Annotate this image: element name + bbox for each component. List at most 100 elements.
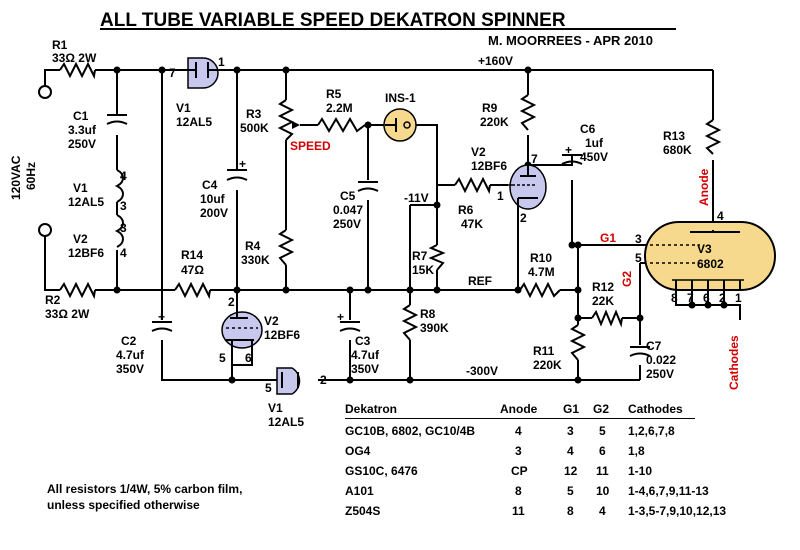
ac-terminal-bottom (38, 223, 52, 237)
v3-cathodes-label: Cathodes (727, 335, 741, 390)
v1a-name: V1 (176, 101, 191, 115)
svg-text:+: + (337, 310, 344, 324)
svg-text:3: 3 (120, 199, 127, 213)
v2b-type: 12BF6 (264, 328, 300, 342)
r1-name: R1 (52, 38, 68, 52)
footnote-line-2: unless specified otherwise (47, 498, 200, 512)
v1a-type: 12AL5 (176, 115, 212, 129)
footnote-line-1: All resistors 1/4W, 5% carbon film, (47, 482, 243, 496)
heater-coils (114, 169, 124, 248)
svg-text:+: + (158, 310, 165, 324)
heater-v1-type: 12AL5 (68, 195, 104, 209)
c5-v2: 250V (333, 217, 361, 231)
table-header-dekatron: Dekatron (345, 402, 398, 416)
svg-text:2: 2 (228, 295, 235, 309)
svg-text:8: 8 (671, 291, 678, 305)
r10-value: 4.7M (528, 265, 555, 279)
v3-g2-label: G2 (620, 271, 634, 287)
svg-text:3: 3 (120, 221, 127, 235)
v1b-tube-symbol (276, 367, 301, 395)
r1-value: 33Ω 2W (52, 51, 97, 65)
c7-v1: 0.022 (646, 353, 676, 367)
input-frequency-label: 60Hz (24, 162, 38, 190)
input-voltage-label: 120VAC (9, 155, 23, 200)
r3-name: R3 (246, 107, 262, 121)
svg-text:3: 3 (635, 232, 642, 246)
c1-v2: 250V (68, 137, 96, 151)
rail-ref: REF (468, 274, 492, 288)
svg-text:4: 4 (717, 209, 724, 223)
heater-v2-type: 12BF6 (68, 246, 104, 260)
v2a-tube-symbol (508, 164, 547, 210)
c4-v2: 200V (200, 206, 228, 220)
heater-v2-name: V2 (73, 232, 88, 246)
v2a-name: V2 (471, 145, 486, 159)
rail-minus300: -300V (466, 364, 498, 378)
v3-g1-label: G1 (600, 231, 616, 245)
v3-dekatron-symbol (644, 221, 776, 291)
r14-value: 47Ω (181, 263, 204, 277)
author-line: M. MOORREES - APR 2010 (488, 33, 653, 48)
c1-v1: 3.3uf (68, 123, 97, 137)
v3-anode-label: Anode (697, 168, 711, 206)
v2b-name: V2 (264, 314, 279, 328)
svg-text:2: 2 (320, 373, 327, 387)
c4-name: C4 (202, 178, 218, 192)
r14-name: R14 (181, 248, 203, 262)
r13-value: 680K (663, 143, 692, 157)
speed-label: SPEED (290, 139, 331, 153)
rail-plus160: +160V (478, 54, 513, 68)
c4-v1: 10uf (200, 192, 226, 206)
v2b-tube-symbol (221, 310, 263, 350)
table-header-cathodes: Cathodes (628, 402, 683, 416)
r8-value: 390K (420, 321, 449, 335)
c6-name: C6 (580, 122, 596, 136)
r11-value: 220K (533, 358, 562, 372)
r7-value: 15K (412, 263, 434, 277)
ins1-neon-symbol (383, 108, 417, 142)
heater-v1-name: V1 (73, 181, 88, 195)
svg-text:+: + (565, 143, 572, 157)
table-header-row: Dekatron Anode G1 G2 Cathodes (345, 402, 695, 419)
r12-name: R12 (592, 280, 614, 294)
r5-name: R5 (326, 87, 342, 101)
r4-value: 330K (241, 253, 270, 267)
v3-name: V3 (697, 242, 712, 256)
v1a-tube-symbol (185, 57, 219, 89)
c2-name: C2 (121, 334, 137, 348)
c2-v2: 350V (116, 362, 144, 376)
c3-name: C3 (355, 334, 371, 348)
c6-v1: 1uf (585, 136, 604, 150)
c6-v2: 450V (580, 150, 608, 164)
r3-value: 500K (240, 121, 269, 135)
svg-text:4: 4 (120, 169, 127, 183)
svg-text:6: 6 (245, 351, 252, 365)
c3-v1: 4.7uf (351, 348, 380, 362)
c2-v1: 4.7uf (116, 348, 145, 362)
speed-wiper-arrow (292, 121, 300, 129)
resistor-symbols (59, 61, 722, 361)
r5-value: 2.2M (326, 101, 353, 115)
c3-v2: 350V (351, 362, 379, 376)
svg-text:5: 5 (219, 351, 226, 365)
r2-name: R2 (45, 293, 61, 307)
v1b-name: V1 (268, 401, 283, 415)
svg-text:4: 4 (120, 246, 127, 260)
r4-name: R4 (245, 239, 261, 253)
c7-v2: 250V (646, 367, 674, 381)
r12-value: 22K (592, 294, 614, 308)
c5-v1: 0.047 (333, 203, 363, 217)
capacitor-symbols (106, 114, 651, 357)
c7-name: C7 (646, 339, 662, 353)
r2-value: 33Ω 2W (45, 307, 90, 321)
svg-text:6: 6 (703, 291, 710, 305)
wiring (44, 69, 741, 381)
svg-text:2: 2 (719, 291, 726, 305)
node-minus11: -11V (404, 191, 429, 205)
c5-name: C5 (340, 189, 356, 203)
v2a-type: 12BF6 (471, 159, 507, 173)
r13-name: R13 (663, 129, 685, 143)
r10-name: R10 (530, 251, 552, 265)
c1-name: C1 (73, 109, 89, 123)
